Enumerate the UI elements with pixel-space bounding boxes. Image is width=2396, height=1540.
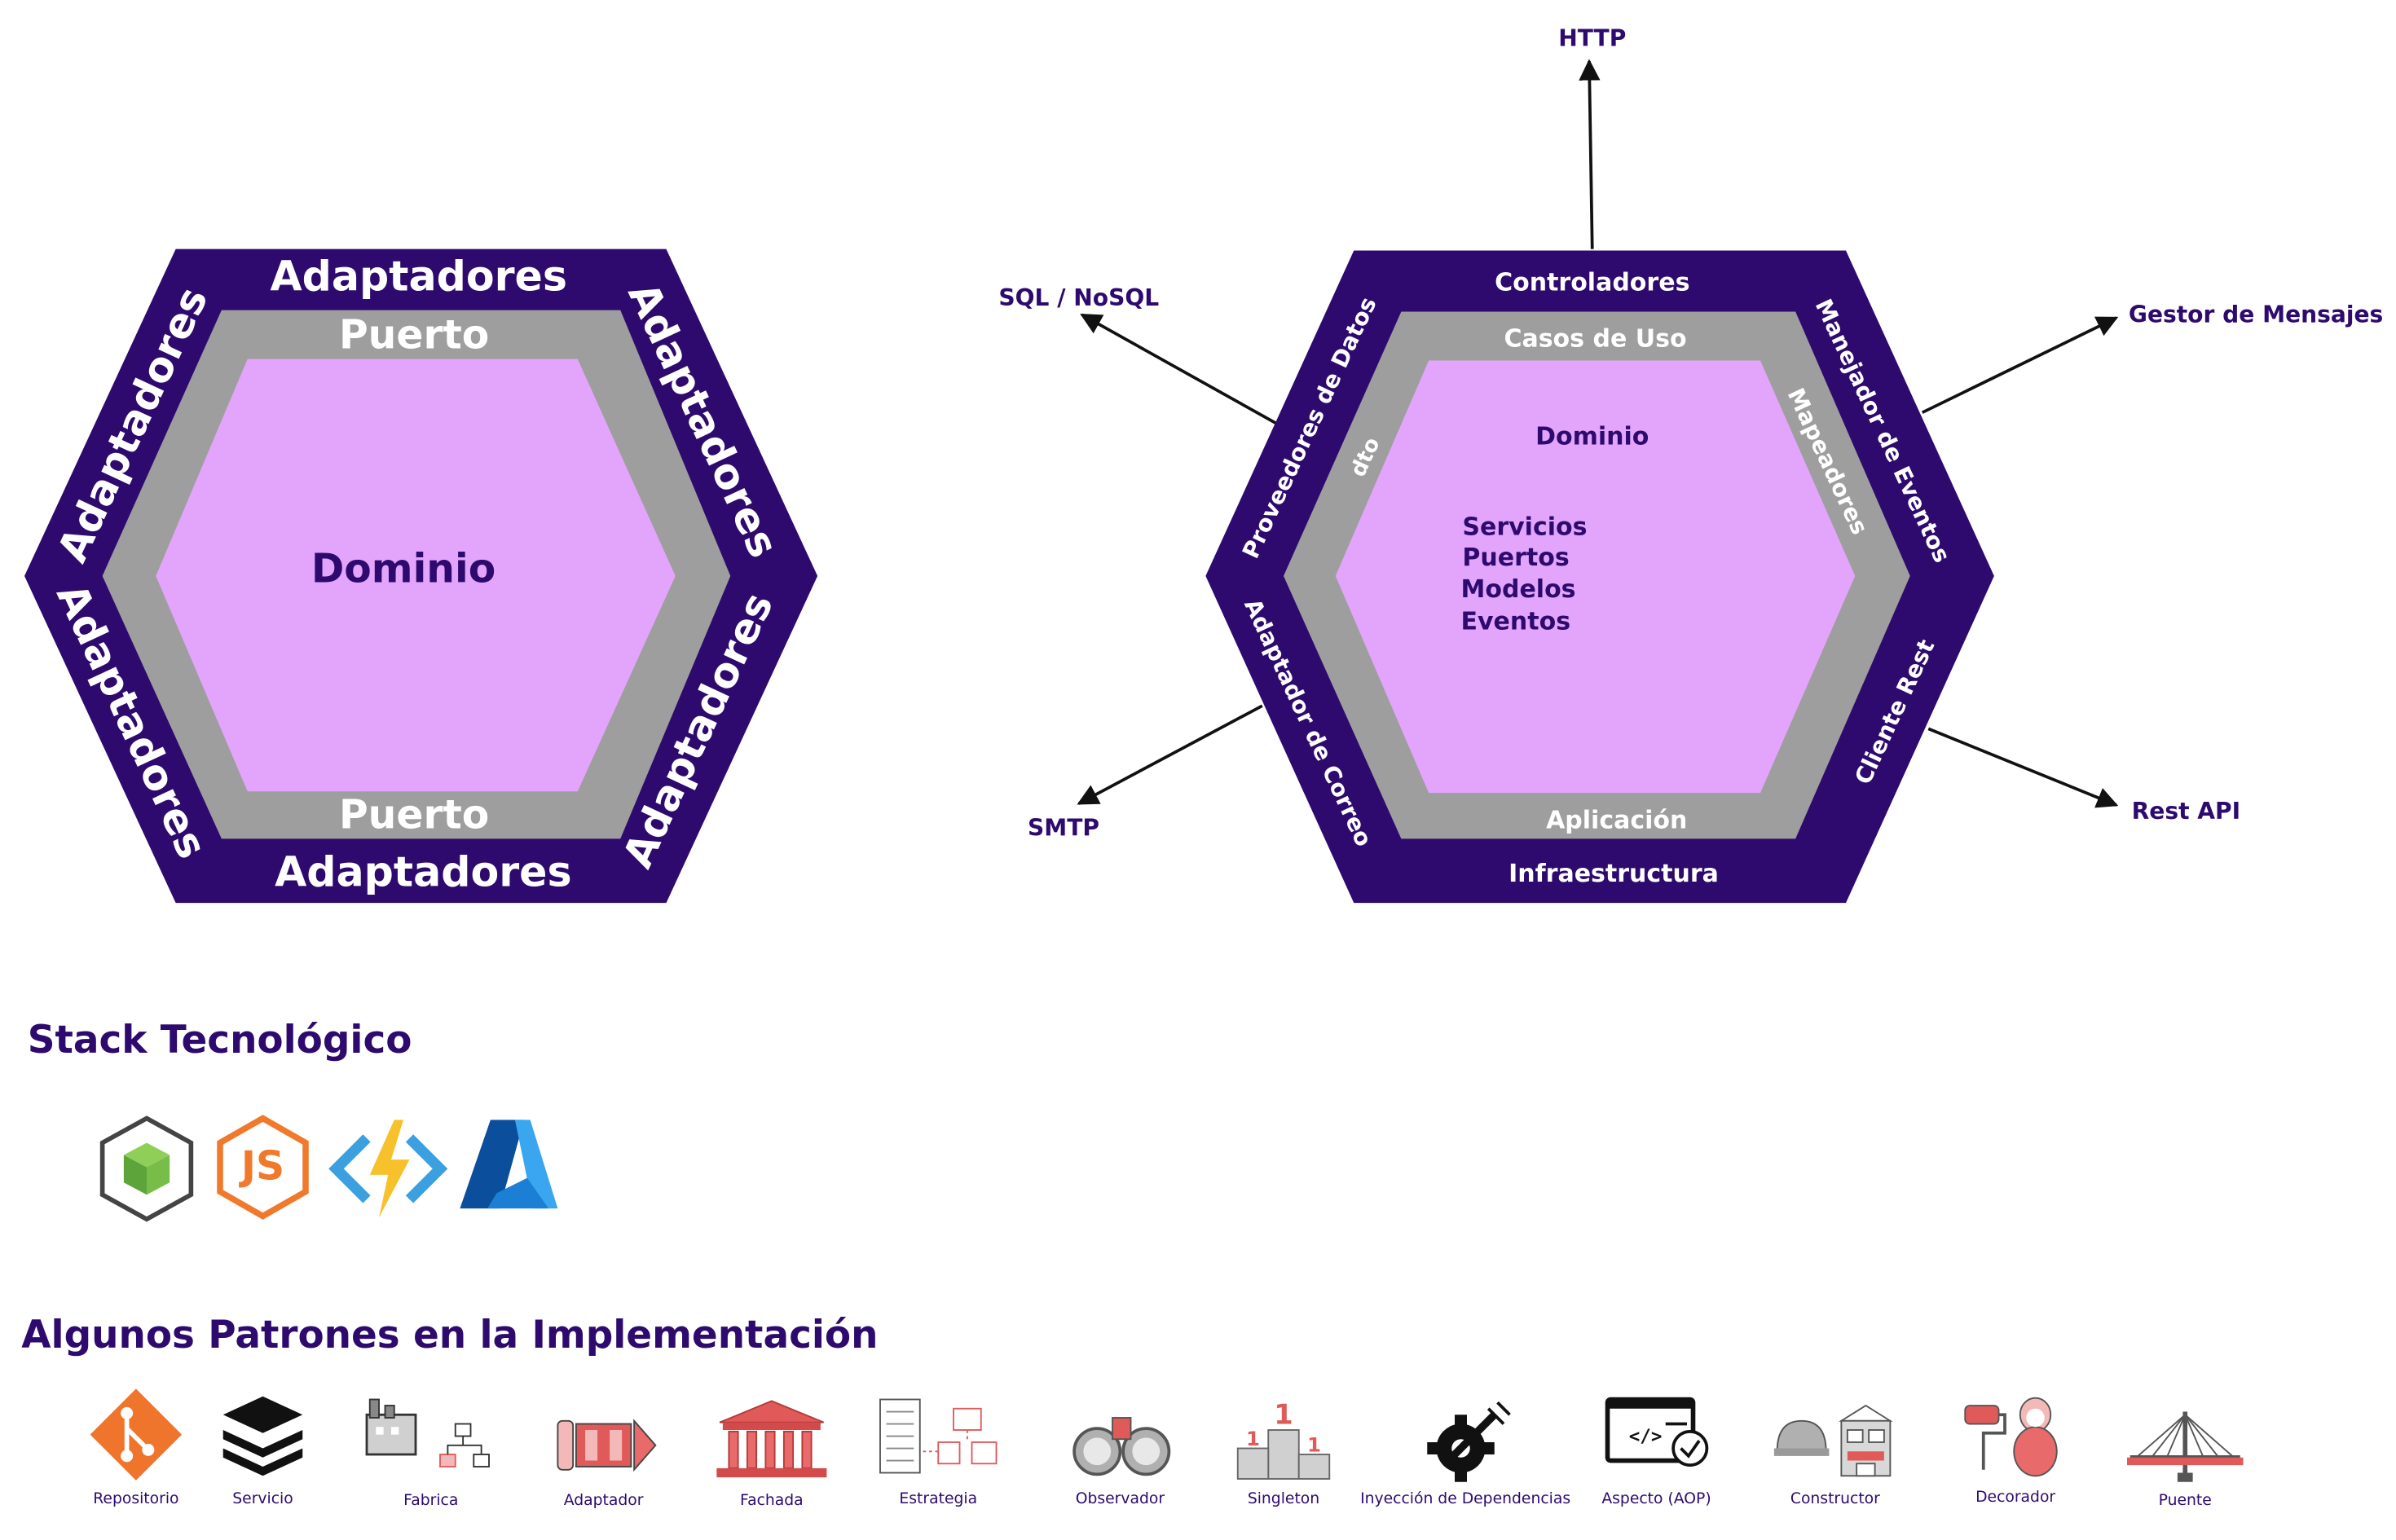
strategy-icon [879,1398,998,1474]
hexagon-right: Controladores Infraestructura Proveedore… [998,24,2383,904]
svg-text:1: 1 [1307,1432,1321,1456]
pattern-label: Inyección de Dependencias [1360,1490,1570,1507]
nodejs-icon [99,1115,194,1222]
core-domain [1335,360,1856,794]
external-messaging: Gestor de Mensajes [2129,301,2383,328]
pattern-label: Fabrica [403,1492,458,1509]
core-item: Servicios [1462,513,1587,541]
middle-label-bottom: Puerto [339,792,489,838]
azure-functions-icon [328,1120,448,1218]
hexagon-left: Adaptadores Adaptadores Adaptadores Adap… [24,249,818,904]
svg-text:1: 1 [1274,1399,1293,1431]
gear-syringe-icon [1427,1401,1511,1482]
bridge-icon [2127,1411,2244,1482]
podium-icon: 1 1 1 [1236,1399,1331,1480]
external-rest: Rest API [2132,798,2240,825]
outer-label-bottom: Adaptadores [275,848,572,896]
git-icon [90,1388,183,1481]
core-item: Puertos [1462,543,1569,572]
builder-icon [1773,1404,1893,1477]
pattern-label: Servicio [232,1490,293,1507]
external-smtp: SMTP [1028,815,1099,842]
factory-icon [365,1398,490,1467]
pattern-label: Fachada [740,1492,804,1509]
core-item: Eventos [1461,608,1571,636]
svg-text:JS: JS [239,1144,284,1190]
core-domain [156,359,676,792]
connector-messaging [1921,316,2119,414]
stack-title: Stack Tecnológico [28,1018,412,1063]
outer-label-top: Adaptadores [270,252,567,300]
pattern-label: Estrategia [899,1490,977,1507]
pattern-label: Constructor [1790,1490,1880,1507]
core-item: Modelos [1461,575,1576,604]
pattern-label: Decorador [1975,1489,2055,1506]
outer-label-bottom: Infraestructura [1509,860,1719,888]
external-sql: SQL / NoSQL [998,284,1159,311]
adapter-icon [557,1419,657,1472]
core-title: Dominio [1535,423,1649,451]
layers-icon [222,1396,303,1476]
pattern-label: Observador [1076,1490,1165,1507]
svg-text:</>: </> [1629,1426,1663,1447]
pattern-label: Aspecto (AOP) [1601,1490,1711,1507]
connector-smtp [1077,704,1263,805]
pattern-label: Adaptador [564,1492,644,1509]
code-monitor-icon: </> [1605,1397,1709,1467]
javascript-icon: JS [217,1115,309,1220]
pattern-label: Puente [2159,1492,2212,1509]
middle-label-top: Casos de Uso [1504,325,1686,354]
building-facade-icon [716,1400,827,1478]
middle-label-top: Puerto [339,313,489,359]
pattern-label: Singleton [1248,1490,1319,1507]
connector-sql [1080,313,1277,425]
outer-label-top: Controladores [1495,268,1689,297]
paint-roller-doll-icon [1964,1397,2058,1477]
connector-rest [1927,727,2119,808]
pattern-label: Repositorio [93,1490,178,1507]
external-http: HTTP [1558,24,1626,51]
patterns-title: Algunos Patrones en la Implementación [21,1313,878,1357]
connector-http [1579,59,1601,249]
azure-icon [460,1120,558,1209]
middle-label-bottom: Aplicación [1546,806,1687,834]
svg-text:1: 1 [1246,1427,1260,1450]
binoculars-icon [1072,1417,1171,1476]
core-label: Dominio [311,546,495,592]
